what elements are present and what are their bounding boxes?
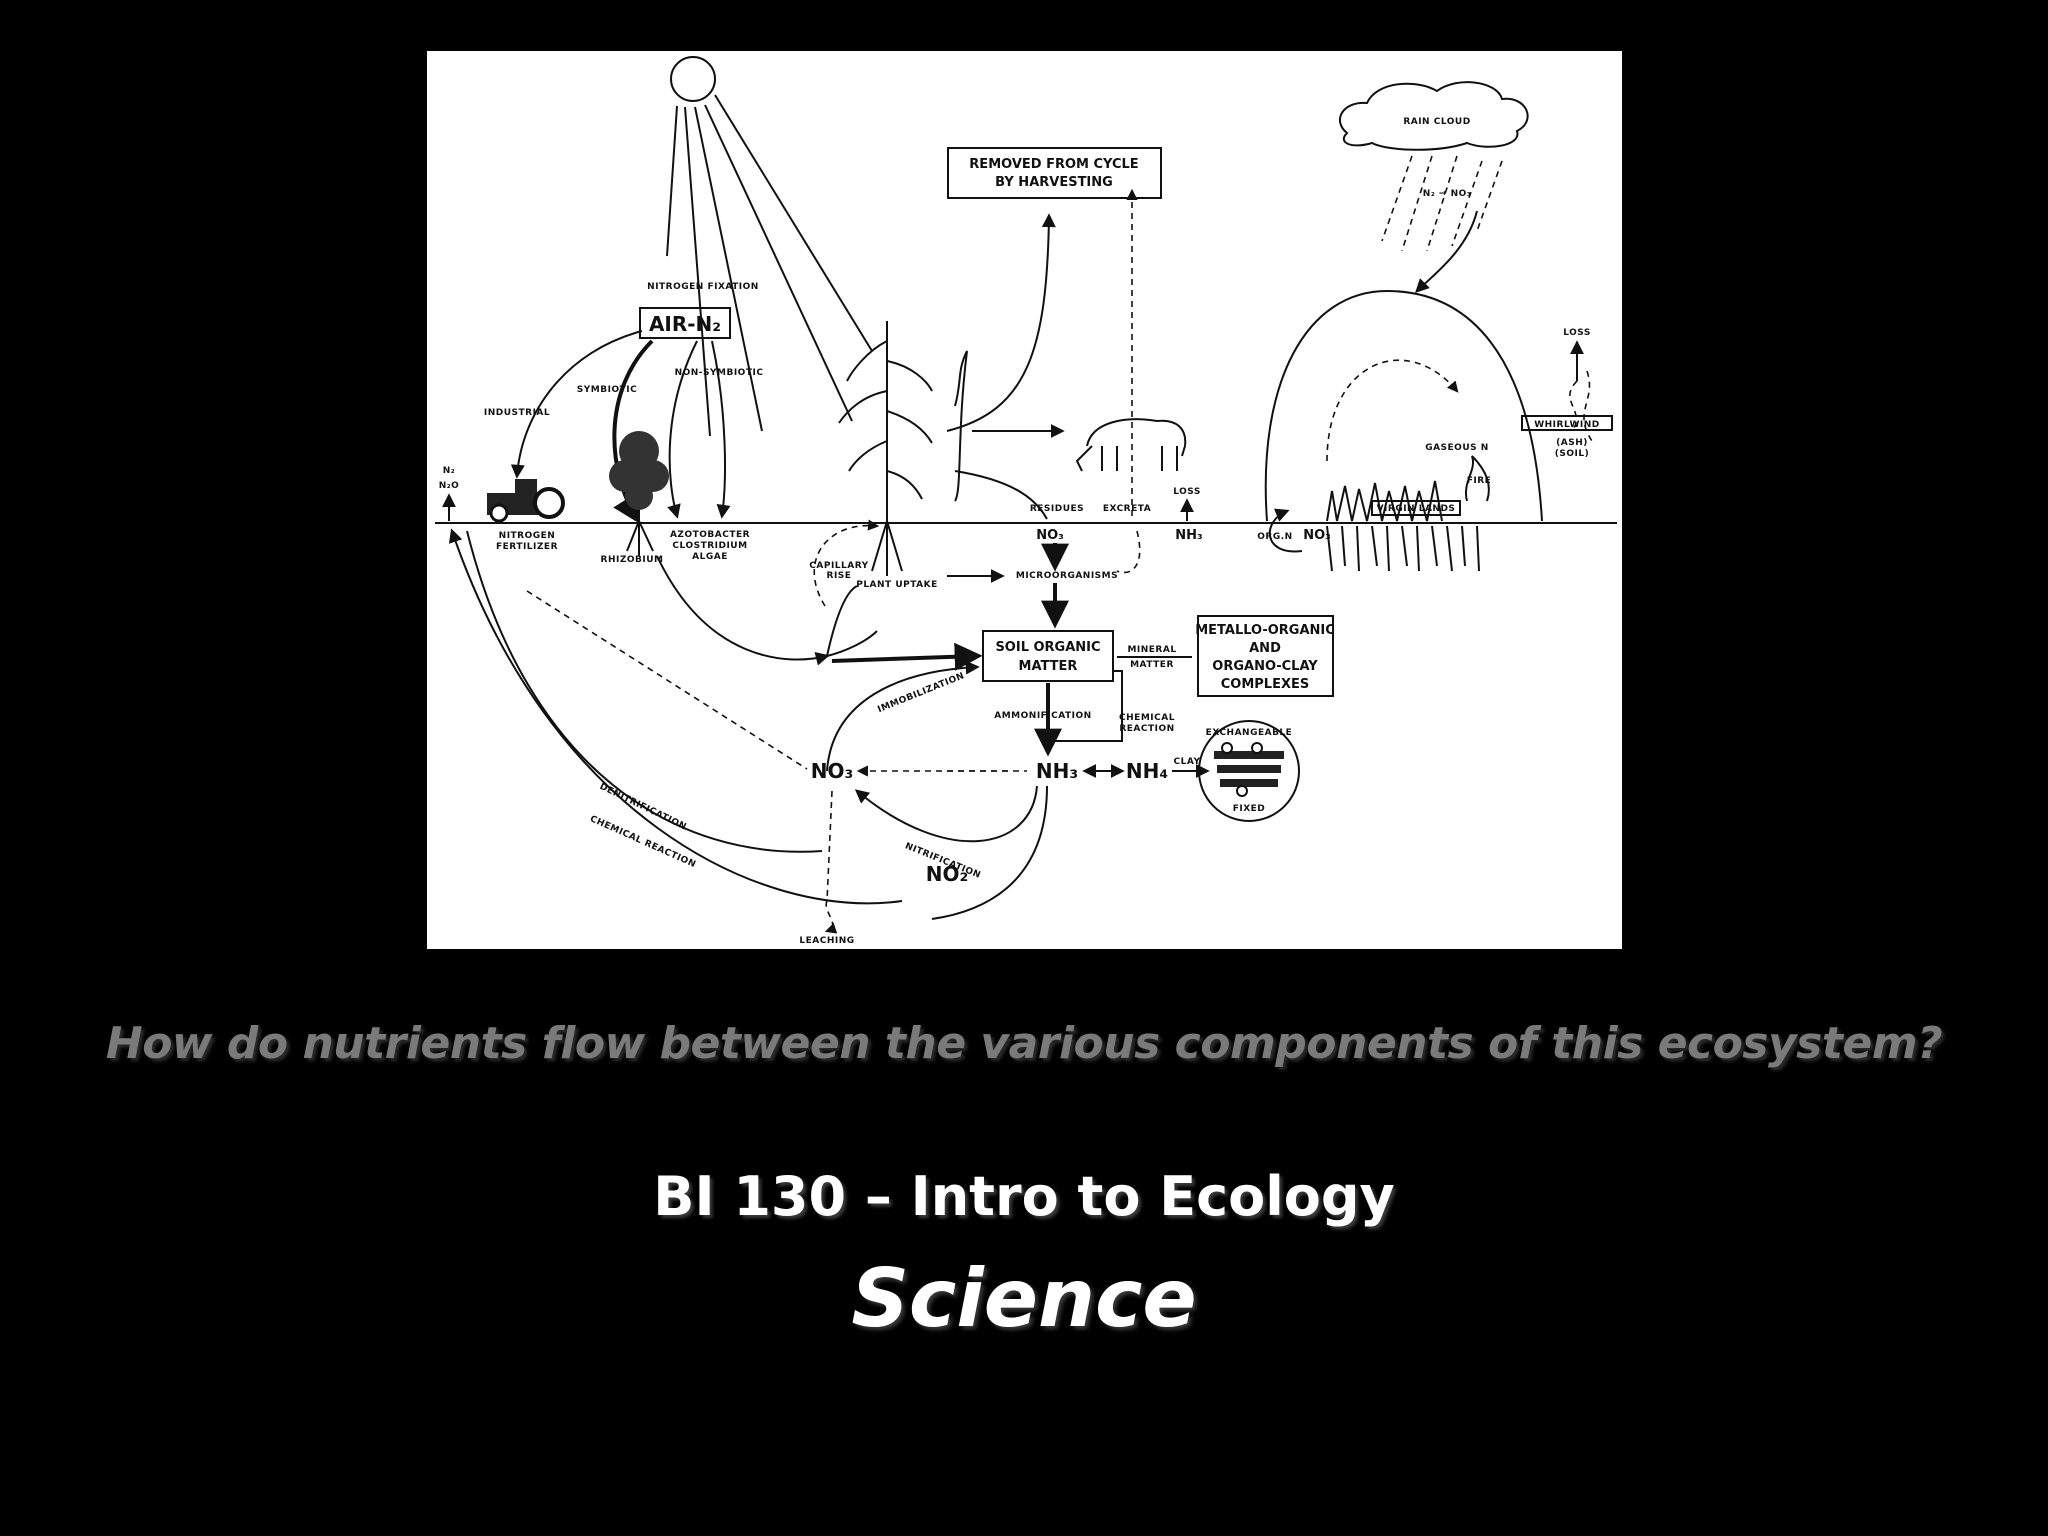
fixed-label: FIXED (1233, 804, 1266, 814)
cow-icon (1075, 418, 1187, 472)
metallo-label-2: AND (1249, 641, 1281, 656)
no3-surface-label: NO₃ (1036, 528, 1064, 543)
n2o-label: N₂O (439, 481, 460, 491)
rhizobium-label: RHIZOBIUM (601, 555, 664, 565)
chemical-reaction-label-2: REACTION (1119, 724, 1174, 734)
metallo-label-4: COMPLEXES (1221, 677, 1310, 692)
nh3-center-label: NH₃ (1036, 759, 1078, 783)
clay-label: CLAY (1174, 757, 1201, 767)
air-n2-label: AIR-N₂ (649, 312, 721, 336)
residues-label: RESIDUES (1030, 504, 1084, 514)
removed-label-1: REMOVED FROM CYCLE (969, 157, 1138, 172)
metallo-label-3: ORGANO-CLAY (1212, 659, 1318, 674)
nitrogen-cycle-diagram: REMOVED FROM CYCLE BY HARVESTING RAIN CL… (427, 51, 1622, 949)
leaching-label: LEACHING (799, 936, 854, 946)
legume-plant-icon (609, 431, 669, 556)
exchangeable-label: EXCHANGEABLE (1206, 728, 1293, 738)
tractor-icon (487, 479, 565, 523)
soil-organic-label-1: SOIL ORGANIC (995, 640, 1100, 655)
ammonification-label: AMMONIFICATION (994, 711, 1091, 721)
ash-label: (ASH) (1556, 438, 1588, 448)
mineral-label-2: MATTER (1130, 660, 1174, 670)
clostridium-label: CLOSTRIDIUM (672, 541, 747, 551)
whirlwind-label: WHIRLWIND (1534, 420, 1600, 430)
immobilization-label: IMMOBILIZATION (876, 671, 966, 715)
chemical-reaction-label-1: CHEMICAL (1119, 713, 1175, 723)
metallo-organic-box (1197, 615, 1334, 697)
n2-label: N₂ (443, 466, 455, 476)
sun-rays (666, 94, 873, 437)
rain-cloud-icon (1338, 81, 1529, 151)
sun-icon (670, 56, 716, 102)
excreta-label: EXCRETA (1103, 504, 1151, 514)
rain-cloud-label: RAIN CLOUD (1403, 117, 1470, 127)
removed-from-cycle-box (947, 147, 1162, 199)
nitrogen-cycle-svg: REMOVED FROM CYCLE BY HARVESTING RAIN CL… (435, 56, 1617, 946)
capillary-label-2: RISE (827, 571, 852, 581)
plant-uptake-label: PLANT UPTAKE (856, 580, 938, 590)
mineral-label-1: MINERAL (1127, 645, 1176, 655)
slide-question: How do nutrients flow between the variou… (105, 1018, 1943, 1069)
algae-label: ALGAE (692, 552, 728, 562)
capillary-label-1: CAPILLARY (809, 561, 868, 571)
loss-label: LOSS (1173, 487, 1201, 497)
removed-label-2: BY HARVESTING (995, 175, 1113, 190)
corn-plant-icon (838, 321, 933, 576)
slide-subtitle: Science (851, 1252, 1197, 1345)
nitrogen-fixation-label: NITROGEN FIXATION (647, 282, 759, 292)
soil-organic-label-2: MATTER (1019, 659, 1078, 674)
fertilizer-label-1: NITROGEN (499, 531, 556, 541)
metallo-label-1: METALLO-ORGANIC (1195, 623, 1335, 638)
fire-icon (1464, 455, 1490, 502)
course-title: BI 130 – Intro to Ecology (653, 1165, 1395, 1228)
org-n-label: ORG.N (1257, 532, 1292, 542)
fertilizer-label-2: FERTILIZER (496, 542, 558, 552)
rain-streaks (1381, 155, 1503, 252)
soil-label: (SOIL) (1555, 449, 1589, 459)
loss-right-label: LOSS (1563, 328, 1591, 338)
fire-label: FIRE (1467, 476, 1492, 486)
microorganisms-label: MICROORGANISMS (1016, 571, 1118, 581)
air-n2-box (639, 307, 731, 339)
no2-label: NO₂ (926, 862, 969, 886)
industrial-label: INDUSTRIAL (484, 408, 550, 418)
nh3-surface-label: NH₃ (1175, 528, 1202, 543)
clay-particle-circle (1198, 720, 1300, 822)
soil-organic-matter-box (982, 630, 1114, 682)
azotobacter-label: AZOTOBACTER (670, 530, 750, 540)
virgin-grass-icon (1326, 480, 1480, 572)
nh4-center-label: NH₄ (1126, 759, 1168, 783)
rain-equation-label: N₂ → NO₃ (1423, 189, 1471, 199)
clay-layers-icon (1214, 742, 1284, 797)
no3-right-label: NO₃ (1303, 528, 1331, 543)
no3-center-label: NO₃ (811, 759, 854, 783)
gaseous-n-label: GASEOUS N (1425, 443, 1489, 453)
virgin-lands-label: VIRGIN LANDS (1377, 504, 1456, 514)
symbiotic-label: SYMBIOTIC (577, 385, 637, 395)
